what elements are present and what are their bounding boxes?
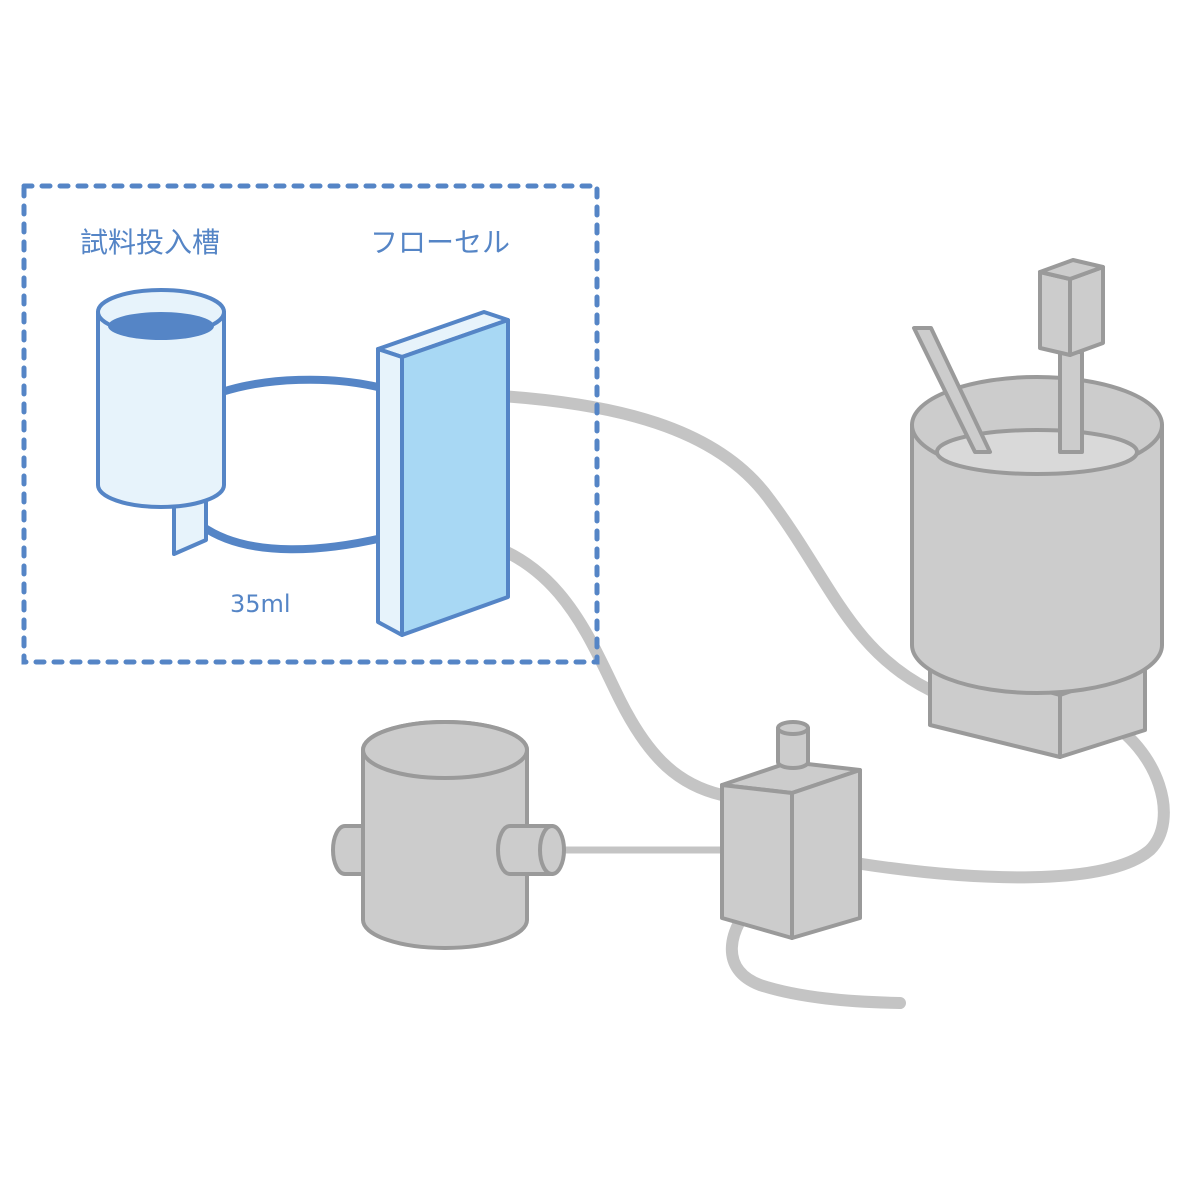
flow-cell: [376, 310, 510, 637]
tubing-group: [457, 388, 1170, 1009]
flow-cell-side: [376, 347, 404, 637]
flow-cell-front: [400, 318, 510, 637]
loop-upper-tube: [218, 375, 386, 396]
stirrer-shaft: [1058, 350, 1084, 454]
pump-nozzle: [776, 726, 810, 770]
tank-body: [96, 310, 226, 509]
tank-liquid: [108, 312, 214, 340]
vessel: [910, 258, 1164, 759]
tube-vessel-to-pump: [819, 711, 1170, 884]
sample-tank-label: 試料投入槽: [80, 226, 220, 259]
volume-label: 35ml: [230, 590, 291, 618]
motor-left-knob: [331, 824, 367, 876]
pump-nozzle-top: [776, 720, 810, 736]
pump: [720, 720, 862, 940]
sample-loop: [198, 375, 386, 554]
tube-cell-to-pump: [457, 532, 728, 801]
pump-side-face: [790, 768, 862, 940]
flow-cell-label: フローセル: [370, 226, 510, 259]
motor-shaft-end: [538, 824, 566, 876]
stirrer-motor-top: [1038, 258, 1105, 281]
motor: [331, 720, 566, 950]
sample-tank: [96, 288, 226, 556]
vessel-body: [910, 423, 1164, 695]
pump-front-face: [720, 783, 794, 940]
stirrer-motor-side: [1068, 265, 1105, 357]
tube-pump-drain: [725, 889, 906, 1009]
motor-shaft: [496, 824, 554, 876]
vessel-liquid: [935, 428, 1139, 476]
probe-rod: [912, 326, 992, 454]
loop-lower-tube: [198, 522, 386, 554]
tube-cell-to-vessel: [457, 388, 936, 696]
highlight-frame: [21, 183, 600, 665]
motor-top: [361, 720, 529, 780]
stirrer-motor-front: [1038, 270, 1072, 357]
